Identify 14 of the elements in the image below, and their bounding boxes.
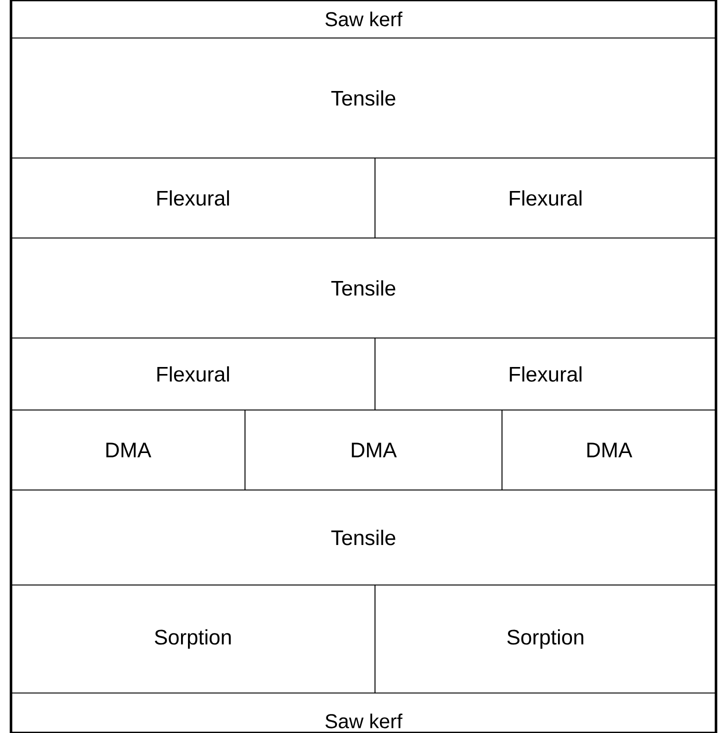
specimen-cell: Sorption xyxy=(10,584,376,694)
specimen-cell: DMA xyxy=(10,410,246,490)
specimen-cell: Tensile xyxy=(10,490,716,586)
node-label: Saw kerf xyxy=(326,12,402,26)
specimen-cell: Tensile xyxy=(10,238,716,338)
specimen-cell: Flexural xyxy=(374,338,716,410)
specimen-cell: Tensile xyxy=(10,38,716,158)
specimen-cell: DMA xyxy=(502,410,716,490)
specimen-cell: Flexural xyxy=(10,338,376,410)
kerf-strip: Saw kerf xyxy=(10,692,716,733)
specimen-cell: Flexural xyxy=(10,158,376,238)
specimen-cell: DMA xyxy=(244,410,502,490)
specimen-cell: Flexural xyxy=(374,158,716,238)
specimen-cell: Sorption xyxy=(374,584,716,694)
